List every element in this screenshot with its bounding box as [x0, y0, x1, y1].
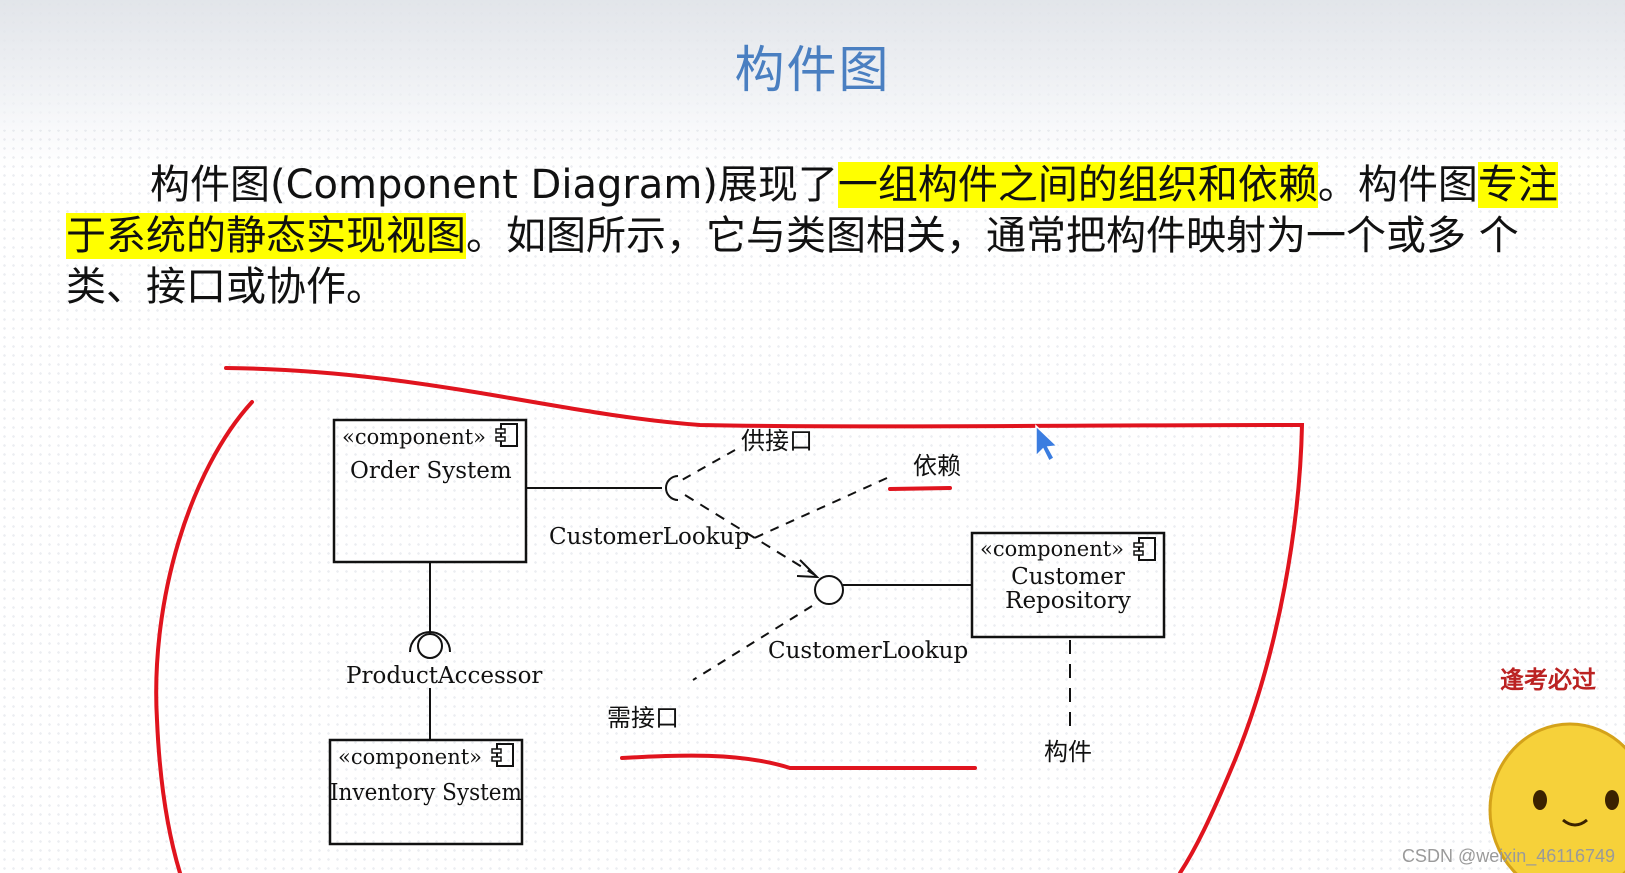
paragraph-part-1: 构件图(Component Diagram)展现了 [150, 162, 838, 208]
red-enclosure-left [154, 400, 254, 873]
provided-interface-label: 供接口 [741, 427, 813, 455]
inventory-system-stereotype: «component» [338, 745, 482, 769]
component-label: 构件 [1044, 738, 1092, 766]
slide-paragraph: 构件图(Component Diagram)展现了一组构件之间的组织和依赖。构件… [66, 160, 1566, 313]
component-icon [495, 423, 518, 447]
dependency-label: 依赖 [913, 452, 961, 480]
inventory-system-label: Inventory System [330, 780, 522, 806]
slide-title: 构件图 [734, 41, 891, 99]
highlight-organization-dependency: 一组构件之间的组织和依赖 [837, 162, 1318, 208]
provided-interface-lollipop [814, 575, 844, 605]
paragraph-part-2: 。构件图 [1317, 162, 1478, 208]
dependency-label-leader [749, 477, 888, 541]
provided-label-leader [681, 449, 736, 481]
customer-repository-label-line-2: Repository [1005, 588, 1131, 614]
component-icon [491, 743, 514, 767]
customer-repository-stereotype: «component» [980, 537, 1124, 561]
mouse-cursor-icon [1035, 424, 1059, 463]
order-system-label: Order System [350, 458, 512, 484]
required-interface-label: 需接口 [607, 704, 679, 732]
watermark: CSDN @weixin_46116749 [1401, 846, 1615, 866]
dependency-arrow [684, 494, 816, 576]
required-label-leader [692, 605, 813, 681]
dependency-arrowhead [796, 559, 820, 579]
mascot-icon [1488, 722, 1625, 873]
customer-lookup-label-top: CustomerLookup [549, 524, 749, 550]
mascot-slogan: 逢考必过 [1500, 666, 1596, 694]
product-accessor-lollipop [417, 633, 443, 659]
customer-lookup-label-bottom: CustomerLookup [768, 638, 968, 664]
product-accessor-label: ProductAccessor [346, 663, 542, 689]
component-icon [1133, 537, 1156, 561]
required-interface-socket [665, 475, 679, 501]
order-system-stereotype: «component» [342, 425, 486, 449]
customer-repository-label-line-1: Customer [1011, 564, 1125, 590]
red-underline-required [620, 753, 977, 770]
header-band [0, 0, 1625, 130]
red-enclosure-top-right [224, 366, 1305, 873]
paragraph-part-3: 。如图所示，它与类图相关，通常把构件映射为一个或多 个类、接口或协作。 [66, 213, 1519, 310]
inventory-system-box [328, 738, 524, 846]
product-accessor-socket [409, 631, 451, 653]
red-underline-dependency [888, 486, 952, 491]
